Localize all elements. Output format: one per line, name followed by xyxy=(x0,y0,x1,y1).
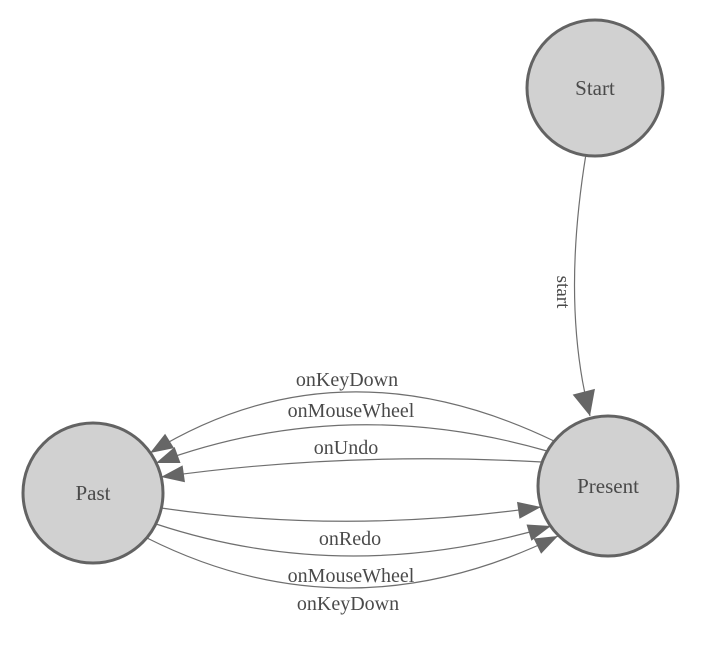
node-past-label: Past xyxy=(75,481,110,505)
edge-label-onkeydown-top: onKeyDown xyxy=(296,369,398,391)
edge-present-to-past-onkeydown[interactable] xyxy=(149,391,555,454)
edge-present-to-past-onmousewheel[interactable] xyxy=(155,424,548,464)
node-present-circle[interactable] xyxy=(536,414,680,558)
edge-present-to-past-onundo[interactable] xyxy=(160,458,543,483)
node-past-circle[interactable] xyxy=(21,421,165,565)
node-past[interactable]: Past xyxy=(21,421,165,565)
node-start-circle[interactable] xyxy=(525,18,665,158)
edge-start-to-present[interactable] xyxy=(572,153,595,417)
edge-label-onmousewheel-bottom: onMouseWheel xyxy=(288,565,415,587)
edge-label-start: start xyxy=(552,276,573,309)
edge-past-to-present-onkeydown[interactable] xyxy=(146,535,559,589)
node-present[interactable]: Present xyxy=(536,414,680,558)
edge-label-onmousewheel-top: onMouseWheel xyxy=(288,400,415,422)
edge-past-to-present-onmousewheel[interactable] xyxy=(155,523,552,557)
edge-past-to-present-onredo[interactable] xyxy=(160,501,542,522)
edge-label-onkeydown-bottom: onKeyDown xyxy=(297,593,399,615)
node-present-label: Present xyxy=(577,474,639,498)
node-start[interactable]: Start xyxy=(525,18,665,158)
edge-label-onundo: onUndo xyxy=(314,437,378,459)
node-start-label: Start xyxy=(575,76,615,100)
edge-label-onredo: onRedo xyxy=(319,528,381,550)
